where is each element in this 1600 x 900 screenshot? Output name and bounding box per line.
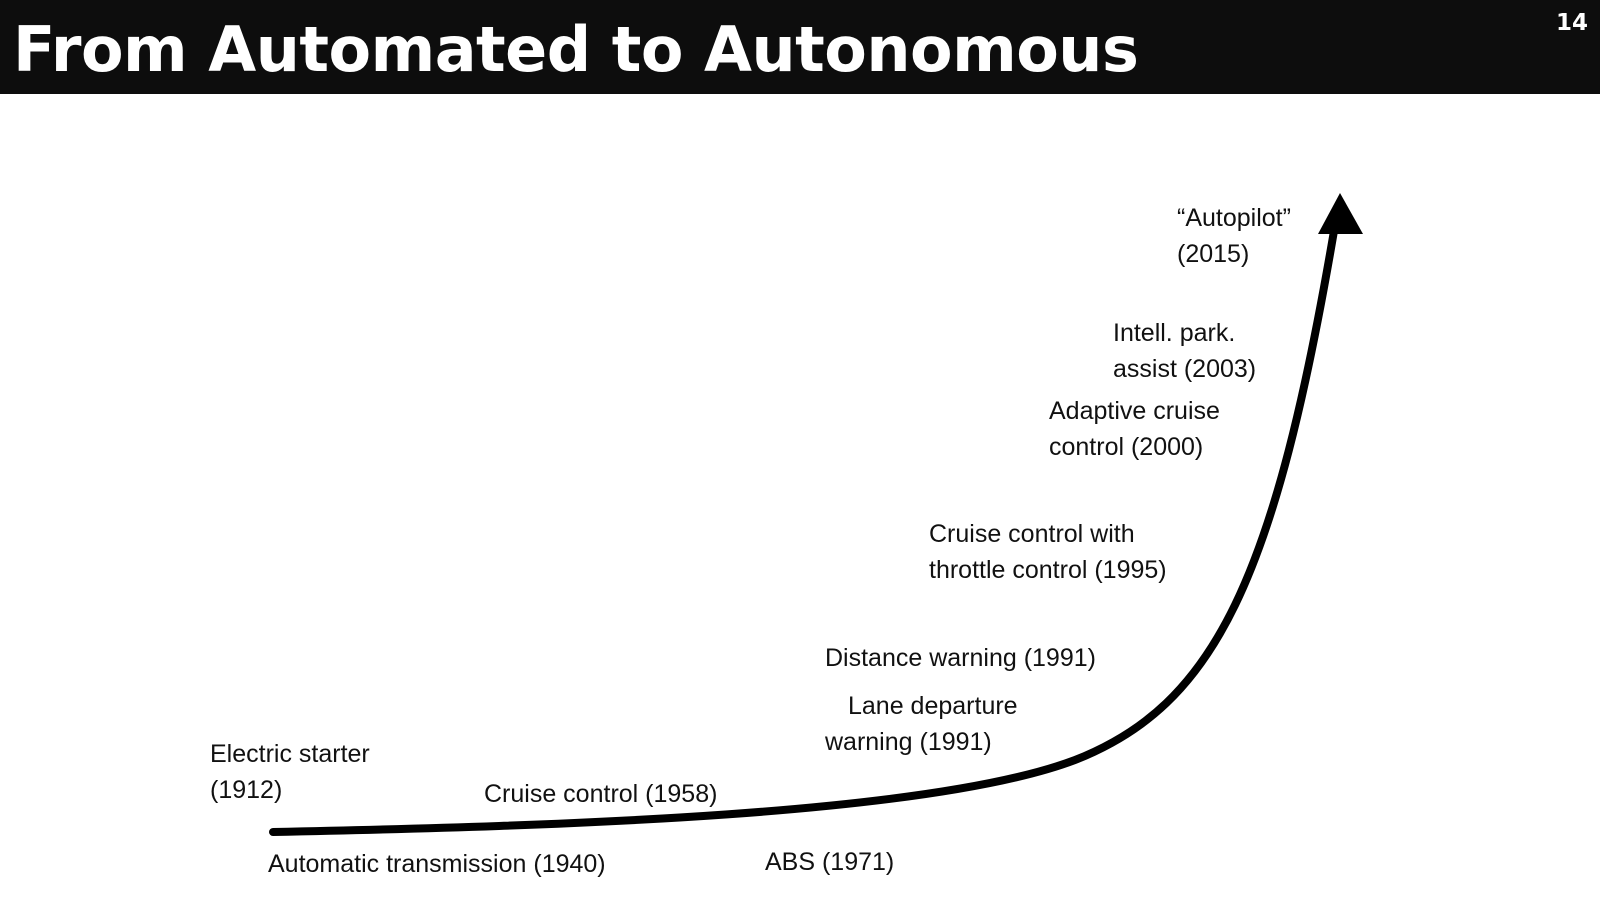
- milestone-label-line: “Autopilot”: [1177, 204, 1291, 232]
- milestone-electric-starter: Electric starter (1912): [210, 736, 370, 808]
- milestone-label-line: throttle control (1995): [929, 556, 1167, 584]
- milestone-label-line: Cruise control (1958): [484, 780, 718, 808]
- milestone-label-line: assist (2003): [1113, 355, 1257, 383]
- milestone-label-line: Intell. park.: [1113, 319, 1236, 347]
- milestone-label-line: (1912): [210, 776, 283, 804]
- growth-curve: [269, 221, 1339, 836]
- milestone-lane-departure-warning: Lane departure warning (1991): [825, 688, 1018, 760]
- milestone-label-line: (2015): [1177, 240, 1250, 268]
- milestone-cruise-control-throttle: Cruise control with throttle control (19…: [929, 516, 1167, 588]
- milestone-distance-warning: Distance warning (1991): [825, 640, 1096, 676]
- milestone-label-line: Distance warning (1991): [825, 644, 1096, 672]
- milestone-label-line: control (2000): [1049, 433, 1204, 461]
- milestone-label-line: Electric starter: [210, 740, 370, 768]
- milestone-abs: ABS (1971): [765, 844, 894, 880]
- page-number: 14: [1555, 10, 1588, 36]
- arrow-head-icon: [1318, 193, 1363, 234]
- milestone-label-line: Automatic transmission (1940): [268, 850, 606, 878]
- milestone-label-line: Cruise control with: [929, 520, 1135, 548]
- milestone-intelligent-park-assist: Intell. park. assist (2003): [1113, 315, 1256, 387]
- slide-title: From Automated to Autonomous: [13, 13, 1139, 86]
- milestone-label-line: Adaptive cruise: [1049, 397, 1220, 425]
- milestone-adaptive-cruise-control: Adaptive cruise control (2000): [1049, 393, 1220, 465]
- title-bar: From Automated to Autonomous 14: [0, 0, 1600, 94]
- milestone-label-line: warning (1991): [825, 728, 992, 756]
- milestone-autopilot: “Autopilot” (2015): [1177, 200, 1291, 272]
- milestone-automatic-transmission: Automatic transmission (1940): [268, 846, 606, 882]
- milestone-cruise-control: Cruise control (1958): [484, 776, 717, 812]
- milestone-label-line: ABS (1971): [765, 848, 895, 876]
- milestone-label-line: Lane departure: [848, 692, 1018, 720]
